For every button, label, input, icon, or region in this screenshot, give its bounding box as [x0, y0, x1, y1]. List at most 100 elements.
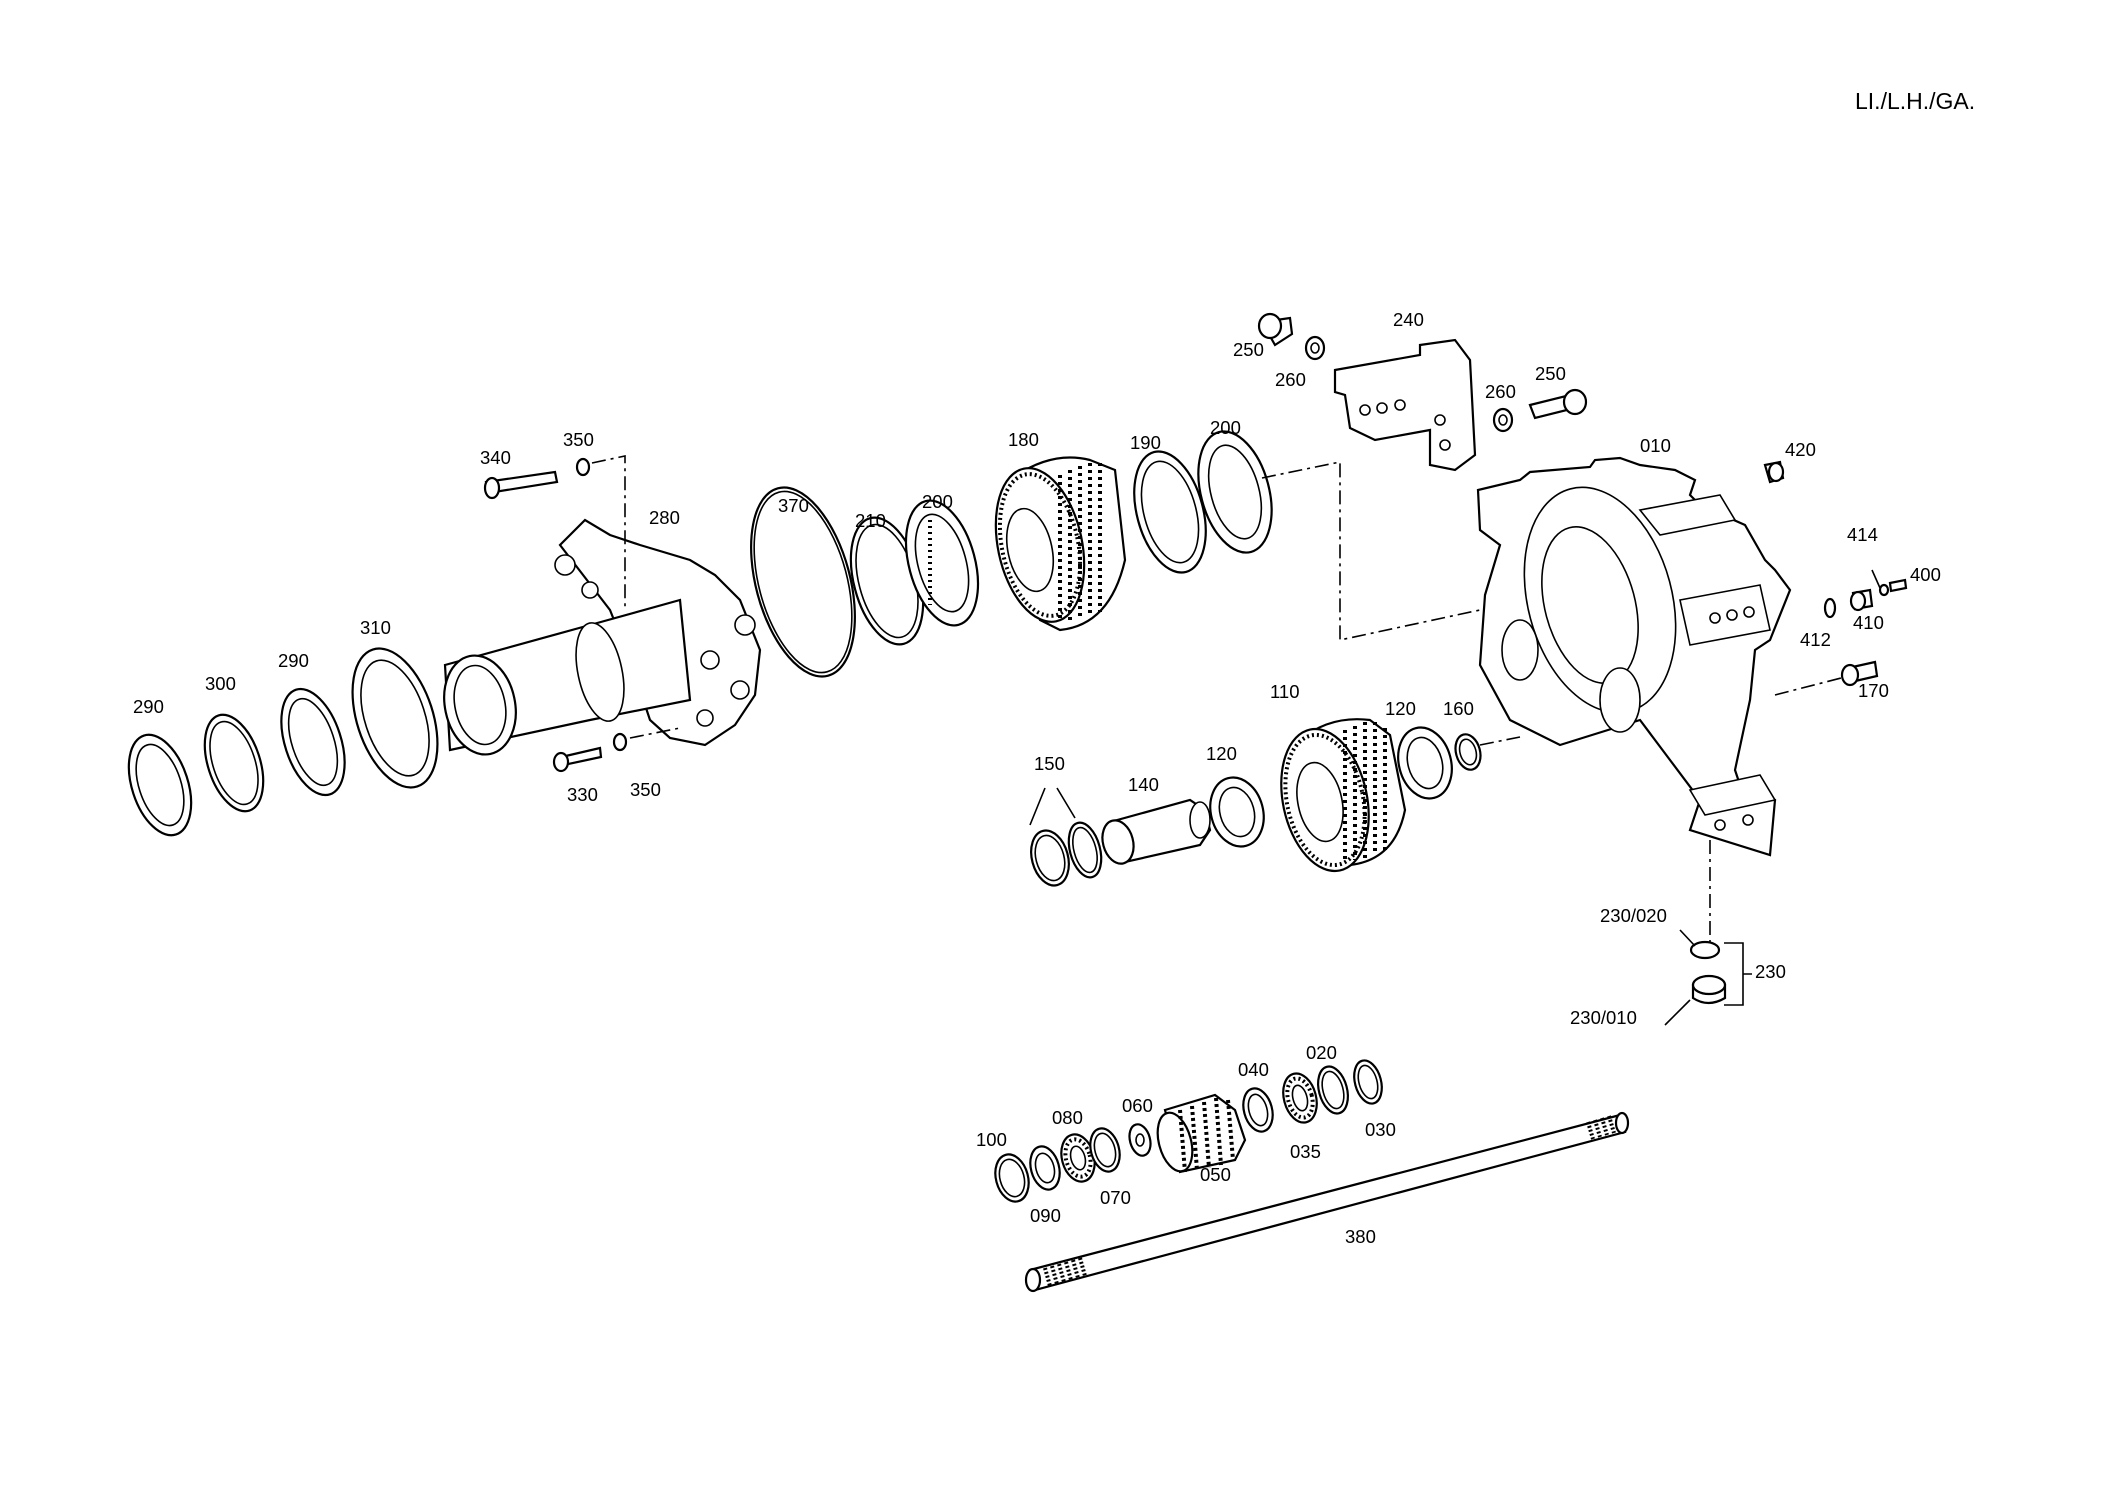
part-420-plug	[1763, 460, 1785, 484]
part-150-o-ring-right	[1067, 821, 1103, 879]
part-330-bolt	[552, 746, 603, 773]
diagram-code: LI./L.H./GA.	[1855, 88, 1976, 114]
part-290-right	[280, 687, 346, 797]
label-180: 180	[1008, 429, 1039, 450]
part-350-washer-bottom	[612, 732, 628, 752]
label-260-left: 260	[1275, 369, 1306, 390]
part-400-screw	[1888, 578, 1908, 593]
label-412: 412	[1800, 629, 1831, 650]
part-280-hub-carrier	[443, 518, 762, 756]
part-250-bolt-left	[1257, 312, 1294, 347]
part-310-shim	[351, 647, 439, 789]
part-340-bolt	[483, 470, 559, 500]
label-230-020: 230/020	[1600, 905, 1667, 926]
part-380-axle-shaft	[1024, 1111, 1630, 1293]
label-190: 190	[1130, 432, 1161, 453]
label-330: 330	[567, 784, 598, 805]
label-414: 414	[1847, 524, 1878, 545]
part-260-washer-left	[1304, 335, 1326, 361]
part-230-010-plug	[1691, 974, 1727, 1005]
label-300: 300	[205, 673, 236, 694]
part-350-washer-top	[575, 457, 591, 477]
label-340: 340	[480, 447, 511, 468]
label-160: 160	[1443, 698, 1474, 719]
label-410: 410	[1853, 612, 1884, 633]
label-230-010: 230/010	[1570, 1007, 1637, 1028]
part-230-020-seal	[1689, 940, 1721, 960]
axis-line-170	[1774, 676, 1846, 696]
label-370: 370	[778, 495, 809, 516]
leader-150	[1029, 787, 1076, 826]
part-040-ring	[1242, 1087, 1274, 1133]
bracket-230	[1724, 942, 1752, 1006]
part-370-o-ring	[750, 486, 856, 678]
label-420: 420	[1785, 439, 1816, 460]
part-300-circlip	[203, 713, 265, 813]
label-280: 280	[649, 507, 680, 528]
part-290-left	[127, 733, 193, 837]
label-010: 010	[1640, 435, 1671, 456]
label-170: 170	[1858, 680, 1889, 701]
label-260-right: 260	[1485, 381, 1516, 402]
part-180-gear	[994, 456, 1127, 632]
label-200-right: 200	[1210, 417, 1241, 438]
part-240-bracket	[1333, 338, 1477, 472]
label-230: 230	[1755, 961, 1786, 982]
part-100-ring	[994, 1153, 1030, 1203]
part-020-ring	[1317, 1065, 1349, 1115]
part-412-ring	[1823, 597, 1837, 619]
part-030-ring	[1353, 1059, 1383, 1105]
part-210-ring	[849, 516, 925, 646]
part-050-sun-gear	[1156, 1093, 1247, 1174]
label-050: 050	[1200, 1164, 1231, 1185]
label-140: 140	[1128, 774, 1159, 795]
part-110-gear	[1280, 718, 1407, 873]
label-290-right: 290	[278, 650, 309, 671]
part-170-bolt	[1840, 660, 1879, 687]
part-120-bearing-left	[1209, 776, 1265, 848]
label-030: 030	[1365, 1119, 1396, 1140]
label-120-left: 120	[1206, 743, 1237, 764]
label-290-left: 290	[133, 696, 164, 717]
part-200-bearing-right	[1197, 430, 1273, 554]
label-090: 090	[1030, 1205, 1061, 1226]
label-040: 040	[1238, 1059, 1269, 1080]
label-035: 035	[1290, 1141, 1321, 1162]
label-150: 150	[1034, 753, 1065, 774]
label-250-right: 250	[1535, 363, 1566, 384]
label-120-right: 120	[1385, 698, 1416, 719]
part-190-ring	[1133, 450, 1207, 574]
label-200-left: 200	[922, 491, 953, 512]
label-310: 310	[360, 617, 391, 638]
label-400: 400	[1910, 564, 1941, 585]
label-350-top: 350	[563, 429, 594, 450]
label-070: 070	[1100, 1187, 1131, 1208]
label-080: 080	[1052, 1107, 1083, 1128]
part-160-ring	[1454, 733, 1482, 771]
part-035-bearing	[1282, 1072, 1318, 1124]
leader-230-010	[1664, 999, 1691, 1026]
callout-labels: 290 300 290 310 340 350 280 330 350 370 …	[133, 309, 1941, 1247]
label-060: 060	[1122, 1095, 1153, 1116]
part-260-washer-right	[1492, 407, 1514, 433]
axis-line-160	[1479, 736, 1521, 746]
part-250-bolt-right	[1528, 388, 1588, 420]
part-140-pin	[1101, 798, 1212, 865]
part-414-screw	[1871, 569, 1890, 597]
label-020: 020	[1306, 1042, 1337, 1063]
part-090-washer	[1029, 1145, 1061, 1191]
label-100: 100	[976, 1129, 1007, 1150]
axis-line-280	[591, 455, 681, 739]
axis-line-200	[1261, 461, 1481, 641]
label-250-left: 250	[1233, 339, 1264, 360]
part-150-o-ring-left	[1030, 829, 1070, 887]
part-010-housing	[1476, 456, 1792, 857]
part-410-plug	[1849, 588, 1874, 612]
part-070-ring	[1089, 1127, 1121, 1173]
part-060-washer	[1128, 1123, 1152, 1157]
label-380: 380	[1345, 1226, 1376, 1247]
part-120-bearing-right	[1397, 726, 1453, 800]
label-240: 240	[1393, 309, 1424, 330]
